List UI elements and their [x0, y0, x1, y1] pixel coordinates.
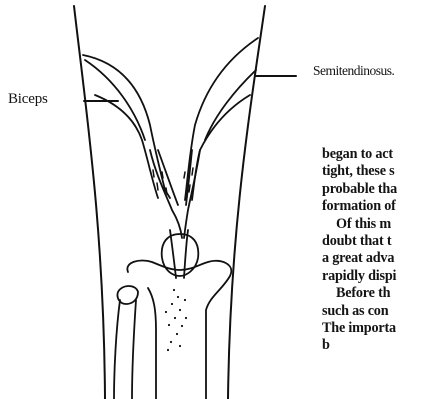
- text-line: The importa: [322, 320, 441, 337]
- text-line: began to act: [322, 146, 441, 163]
- text-line: Before th: [322, 285, 441, 302]
- text-line: such as con: [322, 303, 441, 320]
- biceps-label: Biceps: [8, 91, 48, 108]
- limb-outline-right: [228, 6, 265, 399]
- text-line: formation of: [322, 198, 441, 215]
- text-line: doubt that t: [322, 233, 441, 250]
- text-line: a great adva: [322, 250, 441, 267]
- semitendinosus-label: Semitendinosus.: [313, 63, 394, 79]
- bone-stipple: [165, 289, 187, 351]
- text-line: rapidly dispi: [322, 268, 441, 285]
- fibula: [114, 300, 136, 399]
- fibula-head: [117, 286, 138, 304]
- limb-outline-left: [74, 6, 105, 399]
- text-line: probable tha: [322, 181, 441, 198]
- text-line: Of this m: [322, 216, 441, 233]
- text-line: b: [322, 337, 441, 354]
- text-line: tight, these s: [322, 163, 441, 180]
- left-tendon: [150, 150, 182, 238]
- body-text-column: began to act tight, these s probable tha…: [322, 146, 441, 355]
- biceps-muscle: [83, 55, 170, 198]
- tibia-top: [127, 260, 231, 399]
- right-tendon: [184, 150, 200, 238]
